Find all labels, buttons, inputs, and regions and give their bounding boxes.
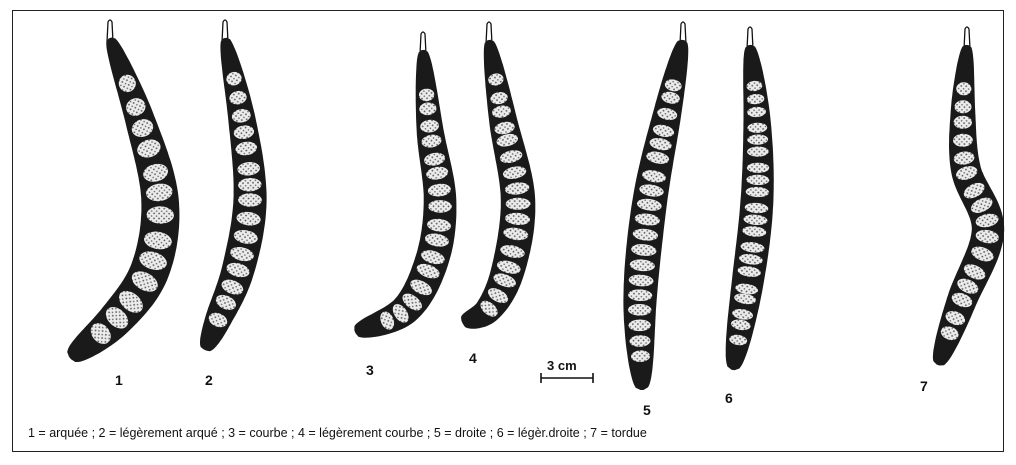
pod-6 [726,27,774,370]
pod-number-7: 7 [920,378,928,394]
legend-caption: 1 = arquée ; 2 = légèrement arqué ; 3 = … [28,426,647,440]
pod-1 [67,20,179,362]
pod-3 [354,32,456,338]
pod-number-1: 1 [115,372,123,388]
pod-number-4: 4 [469,350,477,366]
pod-4 [461,22,535,329]
pod-number-3: 3 [366,362,374,378]
scale-bar [541,373,593,383]
pod-number-5: 5 [643,402,651,418]
pod-7 [933,27,1004,366]
pod-number-2: 2 [205,372,213,388]
scale-bar-label: 3 cm [547,358,577,373]
pod-2 [200,20,267,351]
pod-5 [623,22,688,390]
pod-number-6: 6 [725,390,733,406]
